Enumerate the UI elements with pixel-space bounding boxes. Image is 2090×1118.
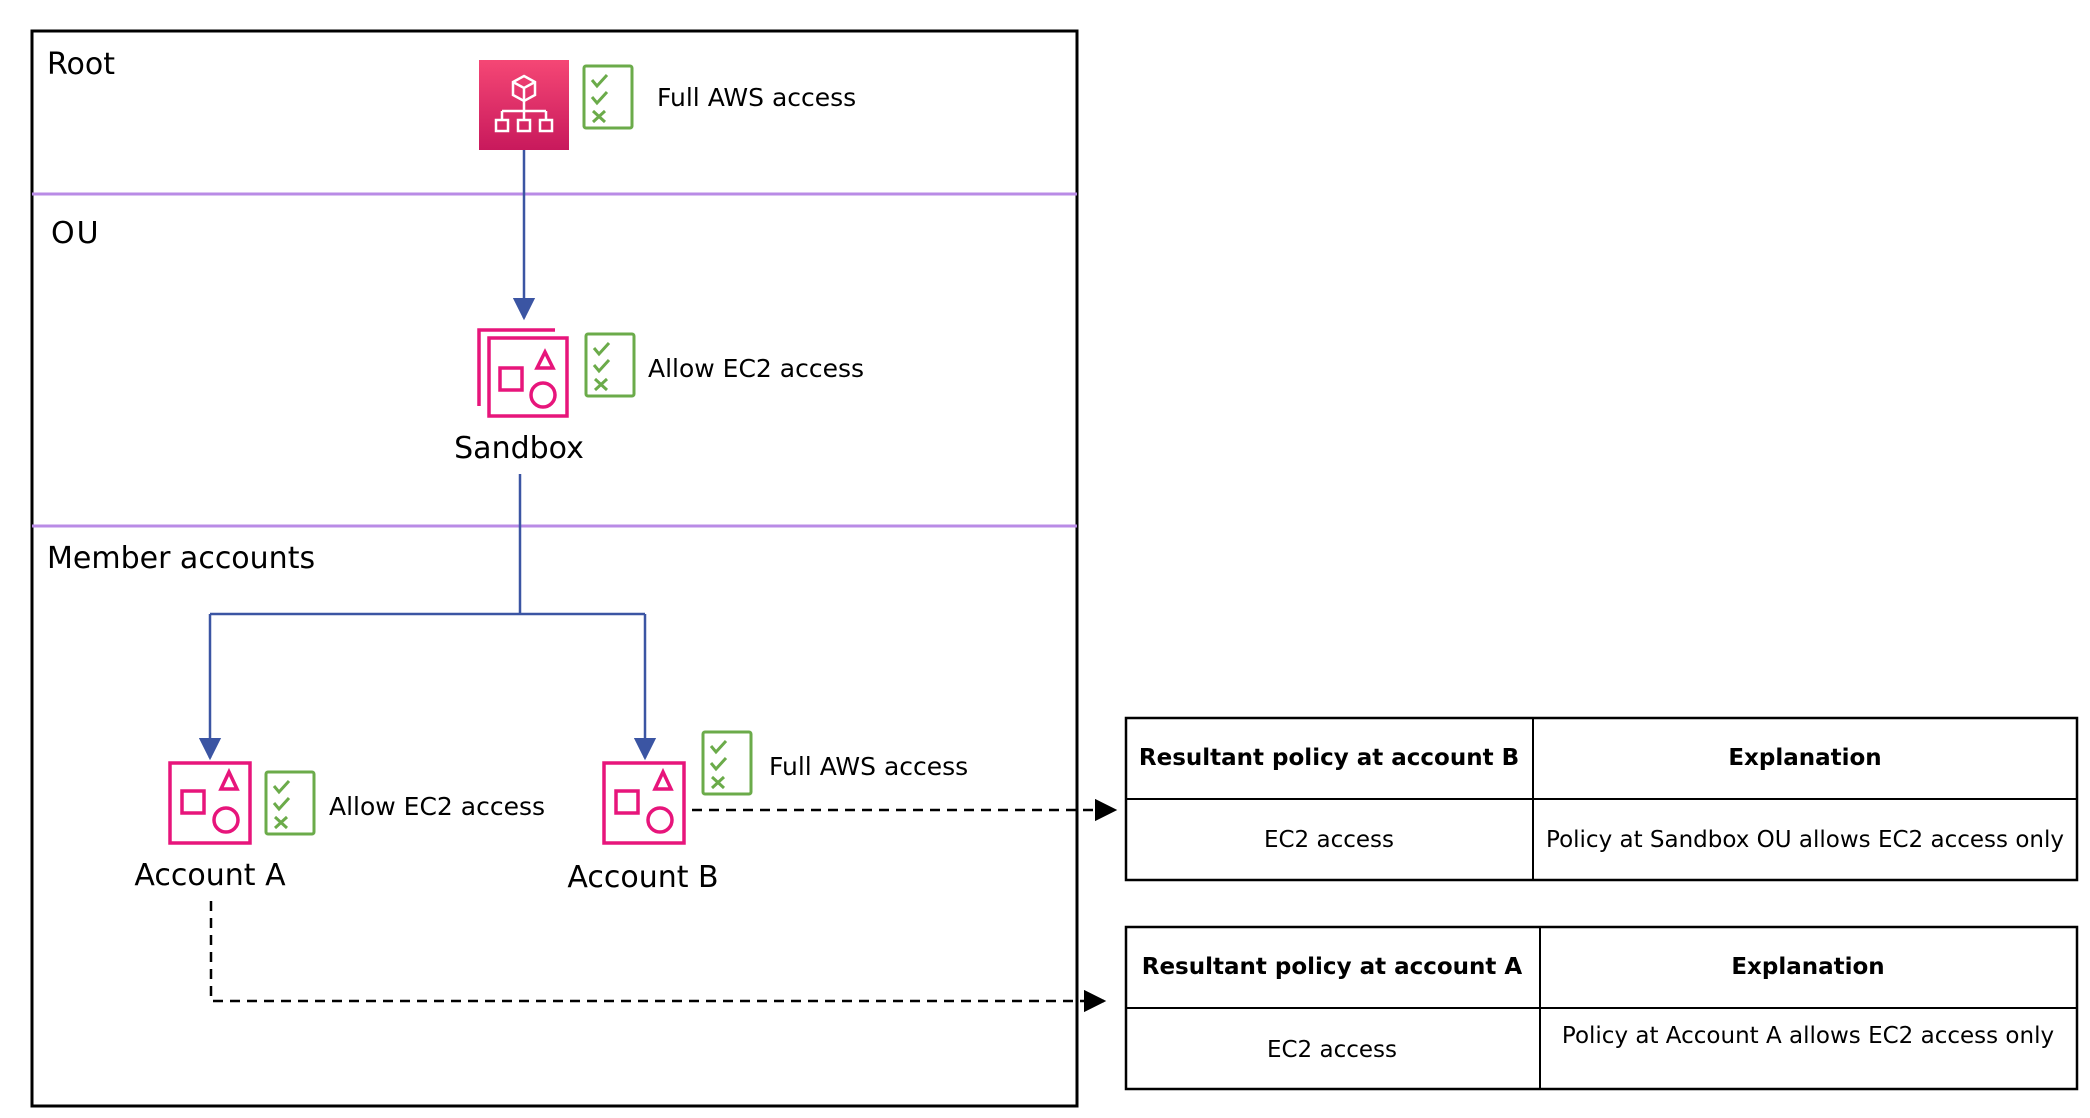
account-a-name-label: Account A [134,858,286,893]
table-b-col2-header: Explanation [1728,745,1881,771]
organizational-unit-icon [477,328,569,418]
resultant-policy-table-a: Resultant policy at account A Explanatio… [1124,925,2079,1091]
ou-name-label: Sandbox [454,431,584,466]
account-a-policy-label: Allow EC2 access [329,792,545,821]
ou-branch-connector [210,474,645,616]
ou-policy-icon [584,332,636,398]
table-b-col1-value: EC2 access [1264,827,1394,853]
ou-policy-label: Allow EC2 access [648,354,864,383]
account-b-icon [602,761,686,845]
table-a-col1-value: EC2 access [1267,1037,1397,1063]
account-b-policy-label: Full AWS access [769,752,968,781]
table-b-col2-value: Policy at Sandbox OU allows EC2 access o… [1546,827,2064,853]
table-a-col1-header: Resultant policy at account A [1142,954,1523,980]
table-a-col2-header: Explanation [1731,954,1884,980]
section-label-ou: OU [51,216,101,251]
table-a-col2-value: Policy at Account A allows EC2 access on… [1562,1023,2054,1049]
section-label-root: Root [47,47,115,82]
organization-frame [30,29,1079,1108]
table-b-col1-header: Resultant policy at account B [1139,745,1519,771]
account-a-icon [168,761,252,845]
account-b-name-label: Account B [567,860,718,895]
section-label-members: Member accounts [47,541,315,576]
account-a-to-table-arrow [209,901,1107,1013]
root-policy-icon [582,64,634,130]
root-policy-label: Full AWS access [657,83,856,112]
account-a-policy-icon [264,770,316,836]
account-b-policy-icon [701,730,753,796]
resultant-policy-table-b: Resultant policy at account B Explanatio… [1124,716,2079,882]
organizations-icon [479,60,569,150]
